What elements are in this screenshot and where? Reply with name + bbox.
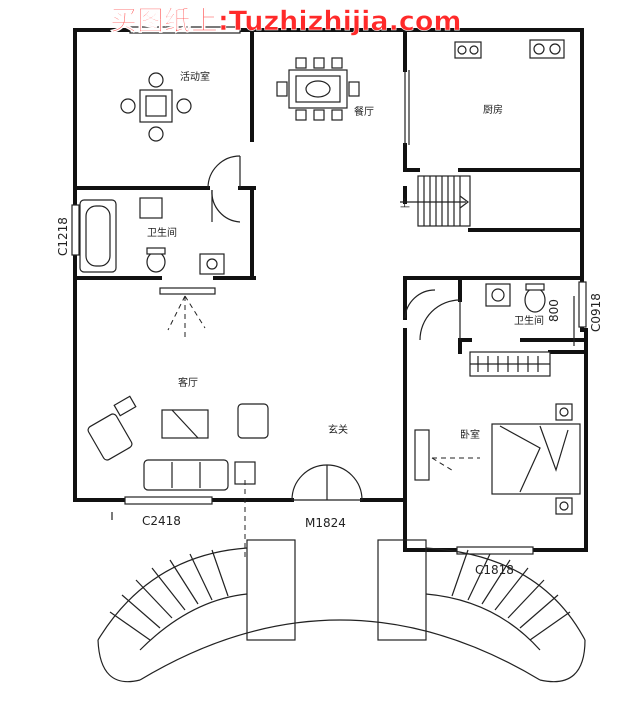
windows	[71, 26, 587, 555]
code-m1824: M1824	[305, 516, 346, 530]
activity-room-furniture	[120, 72, 192, 142]
stairs	[400, 175, 471, 227]
kitchen-furniture	[454, 39, 565, 59]
code-c1218: C1218	[56, 217, 70, 256]
watermark: 买图纸上:Tuzhizhijia.com	[110, 5, 462, 37]
room-label-bath-right: 卫生间	[514, 314, 544, 327]
wardrobe	[469, 351, 551, 377]
room-label-kitchen: 厨房	[483, 103, 503, 116]
code-c2418: C2418	[142, 514, 181, 528]
room-label-dining: 餐厅	[354, 105, 374, 118]
doors	[207, 70, 461, 501]
code-c1818: C1818	[475, 563, 514, 577]
right-bathroom-fixtures	[485, 283, 575, 346]
room-label-foyer: 玄关	[328, 423, 348, 436]
room-label-bath-left: 卫生间	[147, 226, 177, 239]
code-c0918: C0918	[589, 293, 603, 332]
bedroom-furniture	[414, 403, 581, 515]
room-label-living: 客厅	[178, 376, 198, 389]
living-room-furniture	[87, 295, 269, 560]
entry-porch	[97, 480, 587, 683]
code-d800: 800	[547, 299, 561, 322]
room-label-bedroom: 卧室	[460, 428, 480, 441]
left-bathroom-fixtures	[79, 197, 225, 295]
interior-walls	[73, 28, 584, 552]
dining-furniture	[276, 57, 360, 121]
stair-label: 上	[400, 198, 410, 210]
room-label-activity: 活动室	[180, 70, 210, 83]
